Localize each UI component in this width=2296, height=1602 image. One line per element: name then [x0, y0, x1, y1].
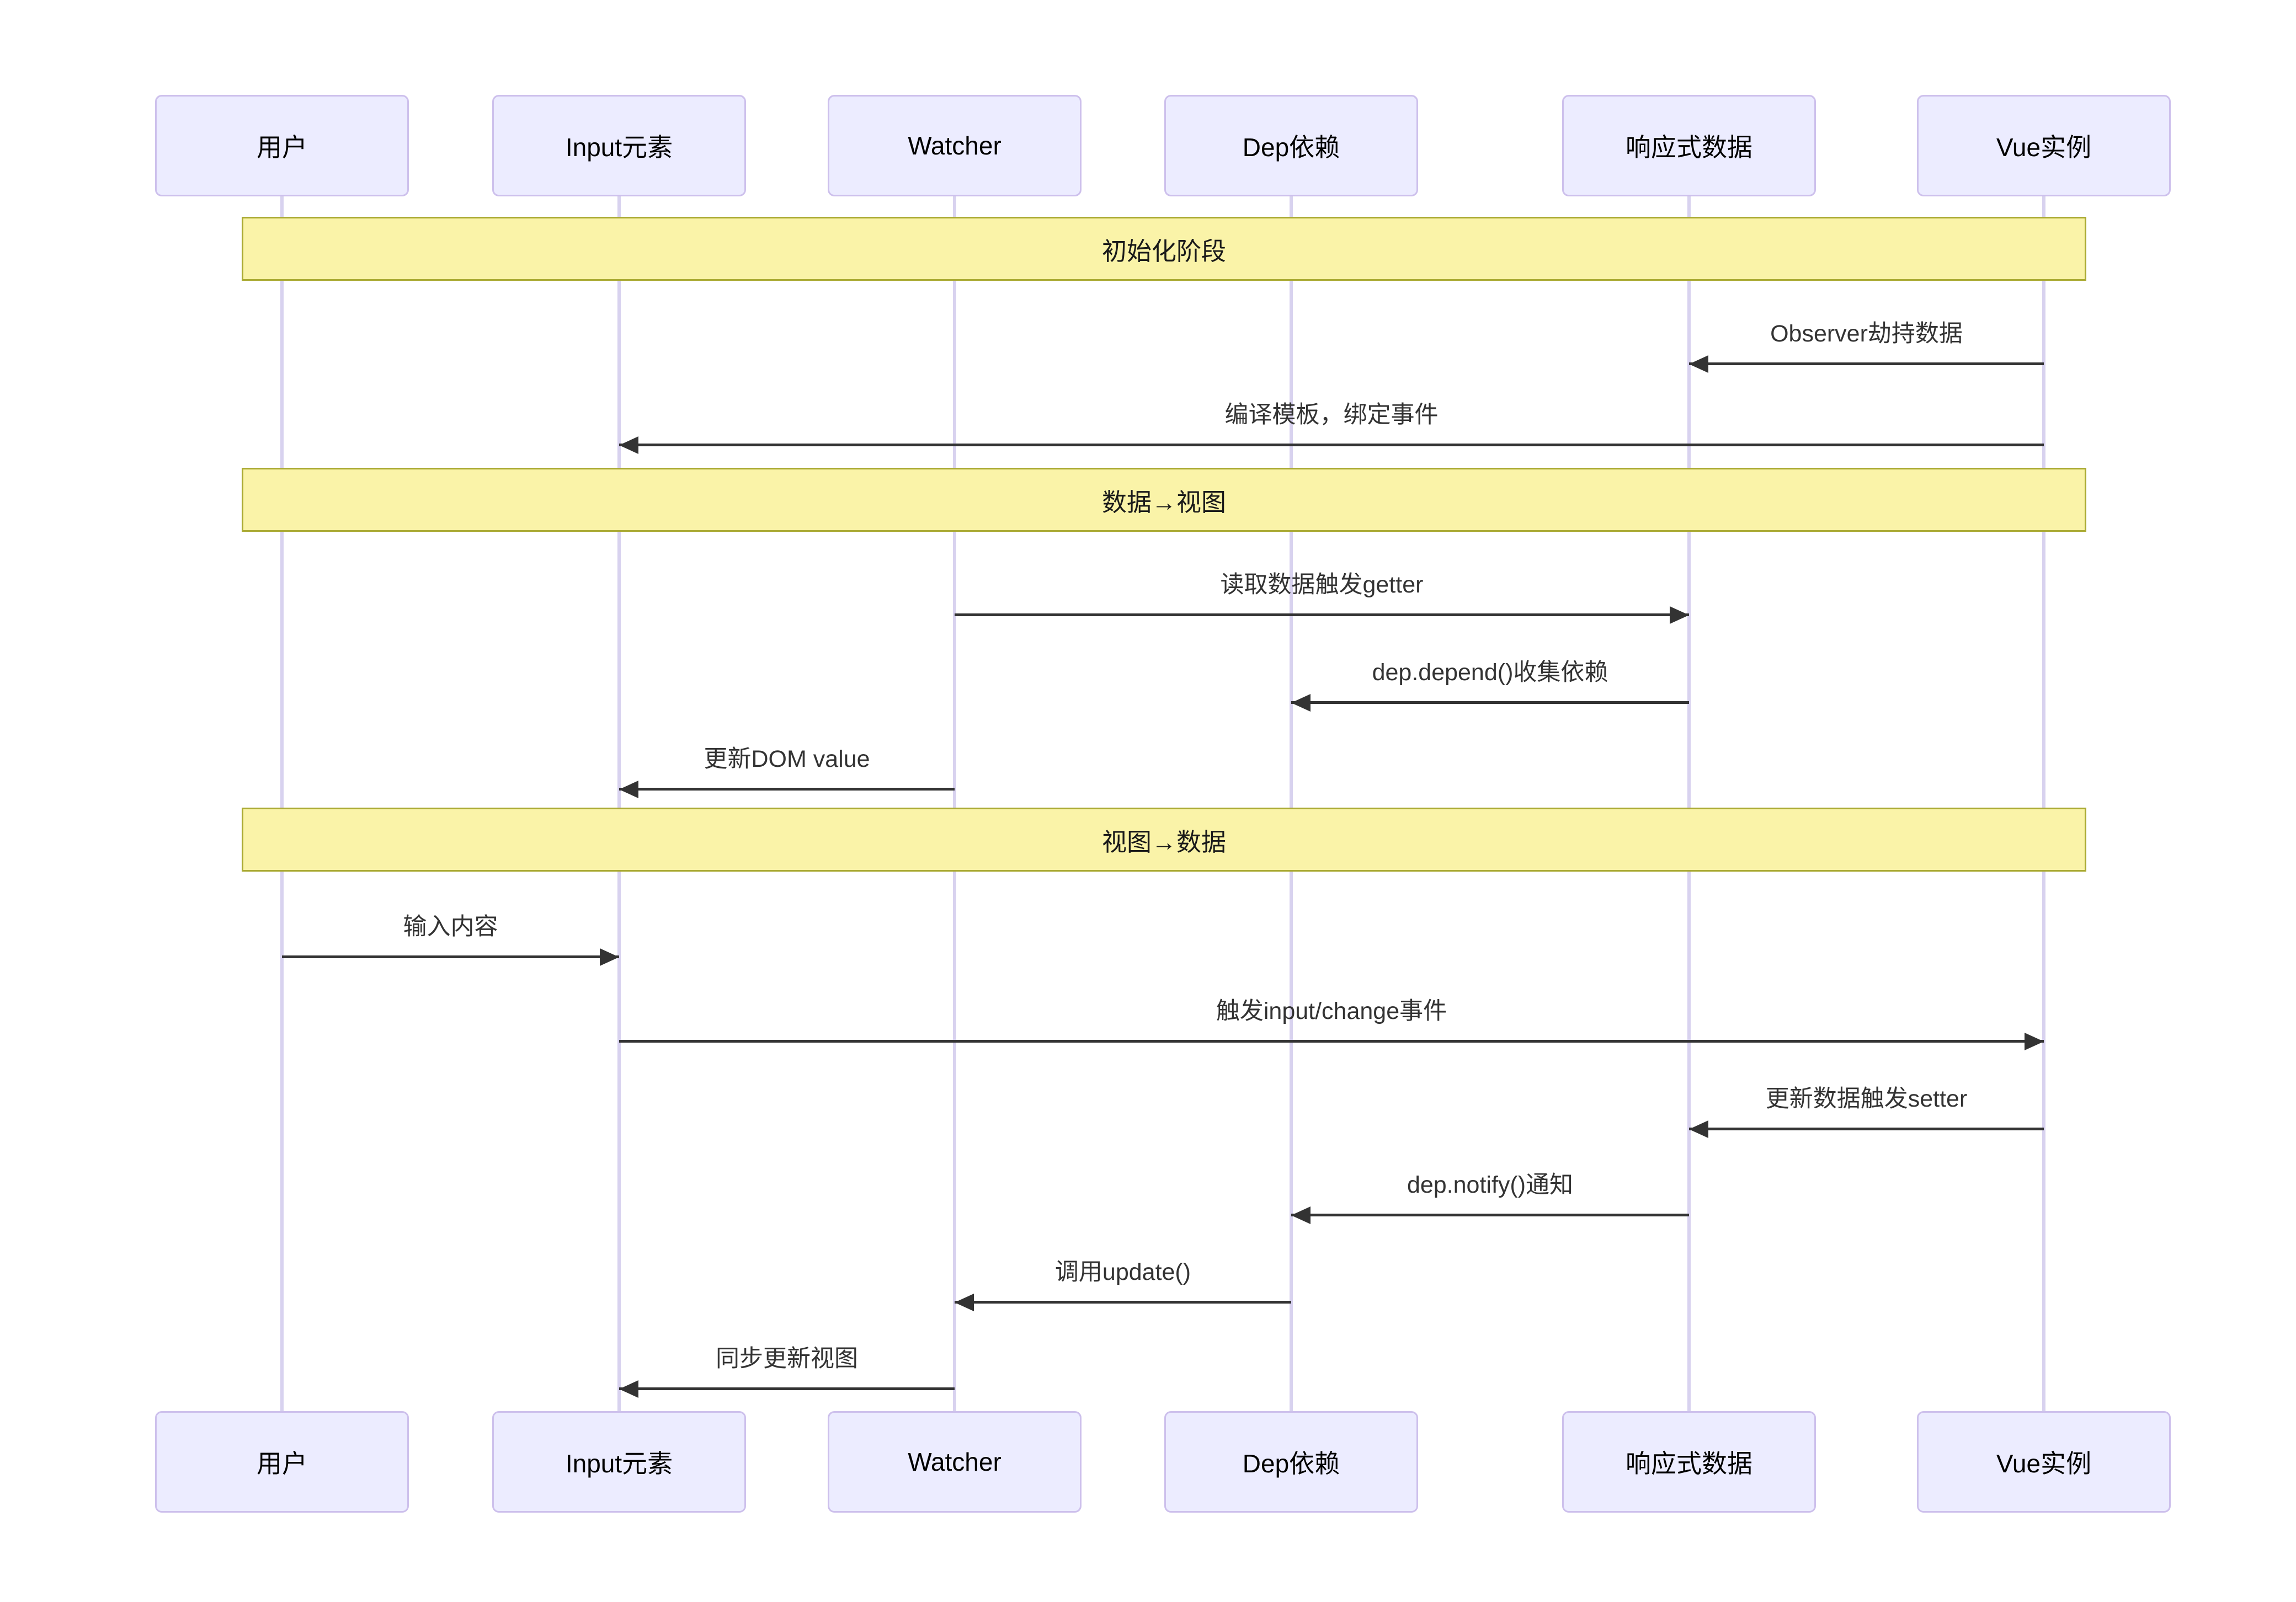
message: 编译模板，绑定事件 [619, 402, 2044, 454]
section-band: 数据→视图 [242, 468, 2086, 532]
actor-label: 响应式数据 [1626, 1449, 1752, 1478]
message-label: 更新DOM value [704, 746, 870, 772]
message-label: 更新数据触发setter [1765, 1086, 1968, 1112]
message-label: 输入内容 [403, 914, 498, 940]
actor-box-top: Input元素 [492, 95, 746, 196]
actor-label: Dep依赖 [1242, 1449, 1340, 1478]
message-arrowhead [1689, 355, 1708, 373]
message-arrowhead [955, 1294, 974, 1311]
message-line [619, 1040, 2044, 1043]
message-arrowhead [1689, 1120, 1708, 1138]
actor-box-bottom: 响应式数据 [1562, 1411, 1816, 1513]
message-line [282, 955, 619, 958]
message-label: Observer劫持数据 [1770, 321, 1963, 347]
message: 同步更新视图 [619, 1345, 955, 1398]
message-arrowhead [619, 1380, 638, 1398]
actor-label: 用户 [257, 133, 307, 162]
message-line [619, 444, 2044, 446]
message: 更新数据触发setter [1689, 1086, 2044, 1138]
section-label: 视图→数据 [1101, 827, 1226, 856]
actor-box-top: Dep依赖 [1164, 95, 1418, 196]
message-line [619, 1387, 955, 1390]
message-label: dep.notify()通知 [1407, 1172, 1574, 1198]
message-label: 同步更新视图 [716, 1345, 858, 1372]
message-arrowhead [1670, 606, 1689, 624]
lifeline [1687, 196, 1691, 1411]
message-line [1689, 1128, 2044, 1130]
actor-label: Watcher [908, 131, 1001, 160]
lifeline [953, 196, 956, 1411]
actor-label: Input元素 [565, 1449, 673, 1478]
message-arrowhead [1291, 1206, 1311, 1224]
actor-box-top: Watcher [828, 95, 1082, 196]
message: Observer劫持数据 [1689, 321, 2044, 373]
message-arrowhead [2025, 1033, 2044, 1050]
message-label: dep.depend()收集依赖 [1372, 659, 1608, 686]
message-line [1291, 701, 1689, 704]
lifeline [280, 196, 284, 1411]
message-arrowhead [619, 781, 638, 798]
actor-box-bottom: 用户 [155, 1411, 409, 1513]
actor-box-bottom: Dep依赖 [1164, 1411, 1418, 1513]
actor-label: 响应式数据 [1626, 133, 1752, 162]
actor-box-bottom: Input元素 [492, 1411, 746, 1513]
actor-label: Dep依赖 [1242, 133, 1340, 162]
actor-label: Watcher [908, 1448, 1001, 1476]
message-label: 触发input/change事件 [1216, 998, 1447, 1024]
message-label: 编译模板，绑定事件 [1224, 402, 1439, 428]
message-label: 调用update() [1054, 1259, 1191, 1285]
message-label: 读取数据触发getter [1220, 572, 1424, 598]
message-line [1291, 1214, 1689, 1216]
actor-label: Input元素 [565, 133, 673, 162]
actor-label: Vue实例 [1996, 1449, 2092, 1478]
section-band: 初始化阶段 [242, 217, 2086, 281]
lifeline [2042, 196, 2045, 1411]
lifeline [1290, 196, 1293, 1411]
section-band: 视图→数据 [242, 808, 2086, 872]
actor-label: Vue实例 [1996, 133, 2092, 162]
message: 触发input/change事件 [619, 998, 2044, 1050]
section-label: 数据→视图 [1101, 488, 1226, 516]
message-line [1689, 362, 2044, 365]
actor-box-bottom: Vue实例 [1917, 1411, 2171, 1513]
lifeline [617, 196, 621, 1411]
message-line [955, 1301, 1291, 1304]
message: 输入内容 [282, 914, 619, 966]
actor-box-top: 响应式数据 [1562, 95, 1816, 196]
actor-box-bottom: Watcher [828, 1411, 1082, 1513]
message-arrowhead [619, 436, 638, 454]
actor-box-top: Vue实例 [1917, 95, 2171, 196]
message-line [955, 613, 1689, 616]
message: dep.depend()收集依赖 [1291, 659, 1689, 712]
actor-label: 用户 [257, 1449, 307, 1478]
message: 更新DOM value [619, 746, 955, 798]
section-label: 初始化阶段 [1101, 237, 1226, 265]
message: 读取数据触发getter [955, 572, 1689, 624]
message-arrowhead [600, 948, 619, 966]
message-arrowhead [1291, 694, 1311, 712]
message: 调用update() [955, 1259, 1291, 1311]
actor-box-top: 用户 [155, 95, 409, 196]
message: dep.notify()通知 [1291, 1172, 1689, 1224]
message-line [619, 788, 955, 791]
